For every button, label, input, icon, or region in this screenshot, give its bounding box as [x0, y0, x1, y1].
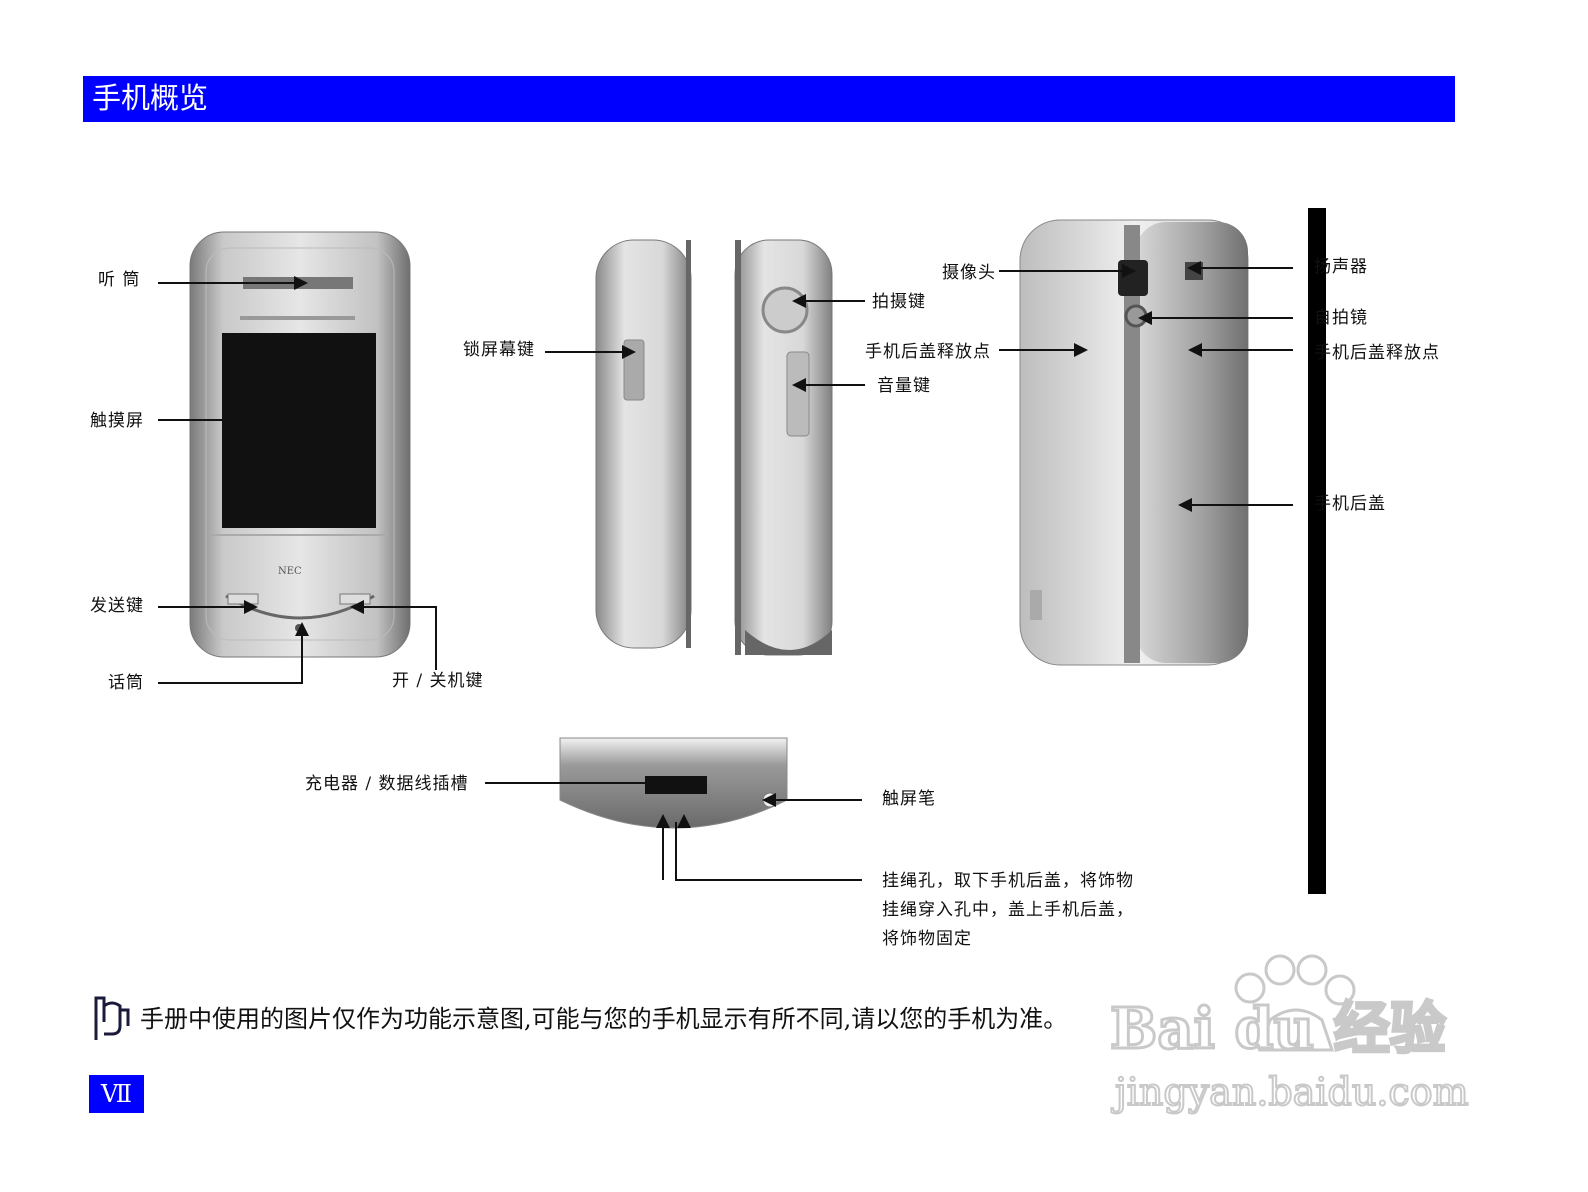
page-title: 手机概览	[92, 81, 209, 115]
label-touchscreen: 触摸屏	[90, 411, 144, 431]
bottom-view	[559, 737, 788, 829]
page-number: Ⅶ	[101, 1080, 132, 1108]
title-bar	[83, 76, 1455, 122]
callout-arrows	[244, 261, 1202, 828]
right-side-view	[734, 239, 833, 656]
front-view: NEC	[189, 231, 411, 658]
label-stylus: 触屏笔	[882, 789, 936, 809]
charger-port	[645, 776, 707, 794]
label-camera: 摄像头	[942, 263, 996, 283]
label-strap-line2: 挂绳穿入孔中，盖上手机后盖，	[882, 900, 1134, 920]
label-self-mirror: 自拍镜	[1314, 308, 1368, 328]
baidu-watermark: Bai du 经验 jingyan.baidu.com	[1110, 954, 1470, 1115]
svg-text:NEC: NEC	[278, 566, 302, 577]
label-strap-line3: 将饰物固定	[882, 929, 972, 949]
left-side-view	[595, 239, 692, 649]
paw-logo-icon	[1234, 954, 1356, 1052]
label-back-cover: 手机后盖	[1314, 494, 1386, 514]
label-strap-line1: 挂绳孔，取下手机后盖，将饰物	[882, 871, 1134, 891]
label-shutter-key: 拍摄键	[872, 292, 926, 312]
label-microphone: 话筒	[108, 673, 144, 693]
watermark-url: jingyan.baidu.com	[1111, 1070, 1469, 1114]
side-bar	[1308, 208, 1326, 894]
label-send-key: 发送键	[90, 596, 144, 616]
label-power-key: 开 / 关机键	[392, 671, 484, 691]
label-speaker: 扬声器	[1314, 257, 1368, 277]
back-view	[1019, 219, 1249, 666]
note-text: 手册中使用的图片仅作为功能示意图,可能与您的手机显示有所不同,请以您的手机为准。	[140, 1005, 1068, 1033]
label-back-cover-release-left: 手机后盖释放点	[865, 342, 991, 362]
label-volume-key: 音量键	[877, 376, 931, 396]
label-lock-key: 锁屏幕键	[463, 340, 535, 360]
screen	[222, 333, 376, 528]
callout-lines	[158, 267, 1293, 881]
note-hand-icon	[94, 996, 130, 1040]
label-earpiece: 听 筒	[98, 270, 141, 290]
watermark-brand: Bai du 经验	[1110, 996, 1446, 1062]
label-charger-slot: 充电器 / 数据线插槽	[305, 774, 469, 794]
page-number-box	[89, 1075, 144, 1113]
label-back-cover-release-right: 手机后盖释放点	[1314, 343, 1440, 363]
